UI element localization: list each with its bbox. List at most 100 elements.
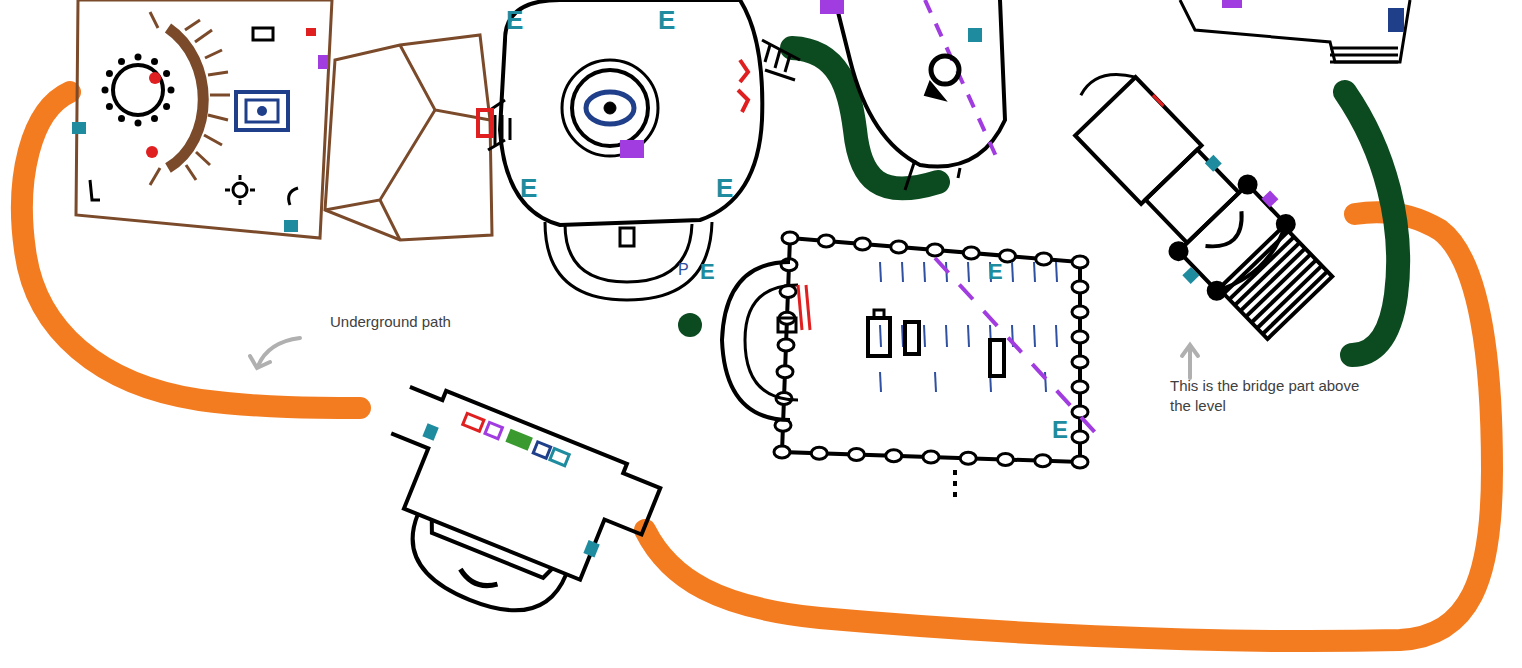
hall-room-part-part	[924, 325, 925, 347]
hall-room-part-part	[1056, 262, 1057, 282]
top-right-room	[1180, 0, 1410, 62]
bridge-tower-part	[1079, 58, 1135, 114]
hall-room-part-part	[880, 372, 881, 392]
hall-room-part	[782, 238, 1080, 462]
hall-room-part-part	[946, 325, 947, 347]
brown-room-part-part	[106, 70, 113, 77]
bottom-room-part	[422, 423, 438, 440]
underground-path-part	[645, 212, 1492, 641]
round-room-part-part	[509, 118, 512, 140]
round-room-part-part	[765, 70, 795, 80]
pointer-arrow-part	[1188, 346, 1192, 378]
round-room-part-part	[775, 50, 780, 68]
round-room-part	[488, 40, 800, 150]
round-room-part	[620, 140, 644, 158]
bottom-room	[344, 378, 664, 651]
bottom-room-part	[367, 378, 664, 595]
brown-room-part	[236, 92, 288, 130]
brown-room-part	[76, 0, 332, 238]
brown-room-part	[102, 54, 175, 127]
brown-prism-part	[325, 110, 435, 210]
hall-room-part-part	[963, 247, 979, 259]
hall-room-part	[874, 310, 884, 318]
top-right-room-part	[1180, 0, 1410, 62]
brown-room-part	[113, 65, 163, 115]
brown-room-part	[253, 28, 273, 40]
hall-room-part-part	[1072, 281, 1088, 293]
hall-room-part-part	[880, 325, 881, 347]
brown-prism-part	[325, 35, 492, 240]
hall-room-part-part	[924, 262, 925, 282]
brown-room-part-part	[135, 54, 142, 61]
brown-room-part-part	[239, 175, 242, 180]
hall-room-part-part	[1072, 456, 1088, 468]
bottom-room-part	[505, 429, 532, 451]
round-room-part	[545, 222, 712, 300]
brown-room-part-part	[204, 135, 222, 145]
hall-room-part	[990, 340, 1004, 376]
pointer-arrow-part	[250, 356, 270, 368]
brown-room-part-part	[239, 200, 242, 205]
hall-room-part-part	[849, 449, 865, 461]
bridge-tower-part-part	[1263, 271, 1328, 334]
round-room-part-part	[785, 55, 790, 72]
brown-room-part	[284, 220, 298, 232]
round-room-part	[586, 92, 634, 124]
pointer-arrow-part	[258, 338, 300, 366]
bottom-room-part	[583, 540, 599, 557]
underground-path	[22, 92, 1492, 641]
round-room-part	[572, 70, 648, 146]
hall-room-part-part	[1045, 372, 1046, 392]
hall-room-part-part	[1056, 325, 1057, 347]
room-marker: E	[700, 258, 730, 287]
hall-room-part-part	[1072, 256, 1088, 268]
bridge-tower-part-part	[1257, 266, 1322, 329]
green-path-part	[1345, 92, 1398, 355]
hall-room-part-part	[1034, 262, 1035, 282]
bottom-room-part	[550, 449, 569, 466]
bridge-tower-part	[1274, 213, 1297, 236]
bridge-tower-part	[1219, 226, 1332, 339]
bridge-tower-part	[1236, 173, 1259, 196]
top-right-room-part	[1330, 61, 1398, 64]
bridge-tower-part	[1182, 267, 1199, 284]
top-room-part	[931, 56, 959, 84]
room-marker: E	[506, 4, 536, 38]
brown-room-part-part	[150, 168, 160, 185]
bridge-tower-part	[1075, 77, 1201, 204]
bridge-note: This is the bridge part above the level	[1170, 376, 1365, 415]
hall-room-part	[868, 318, 890, 356]
top-room-part	[925, 0, 1000, 165]
hall-room-part	[745, 285, 798, 400]
hall-room-part-part	[1072, 331, 1088, 343]
brown-room-part-part	[163, 70, 170, 77]
brown-room-part-part	[151, 58, 158, 65]
green-marker	[678, 313, 702, 337]
bottom-room-part	[485, 422, 502, 438]
hall-room-part-part	[1072, 406, 1088, 418]
brown-room-part-part	[163, 103, 170, 110]
hall-room-part-part	[811, 447, 827, 459]
bridge-tower-part	[1145, 150, 1238, 243]
brown-room-part-part	[186, 165, 196, 180]
brown-room-part-part	[250, 189, 255, 192]
brown-room-part-part	[185, 20, 200, 30]
brown-room-part	[72, 122, 86, 134]
hall-room-part-part	[1072, 381, 1088, 393]
brown-room-part-part	[208, 115, 228, 120]
bottom-room-part	[395, 514, 566, 630]
hall-room-part-part	[960, 452, 976, 464]
round-room-part	[565, 224, 692, 282]
hall-room-part-part	[1072, 356, 1088, 368]
hall-room-part	[953, 470, 957, 500]
room-marker: E	[988, 258, 1018, 287]
bottom-room-part	[463, 413, 484, 431]
top-right-room-part	[1388, 8, 1404, 32]
bridge-tower-part	[1179, 184, 1295, 299]
hall-room-part-part	[935, 372, 936, 392]
bottom-room-part	[533, 442, 550, 458]
top-right-room-part	[1330, 54, 1398, 57]
hall-room-part-part	[806, 285, 810, 330]
